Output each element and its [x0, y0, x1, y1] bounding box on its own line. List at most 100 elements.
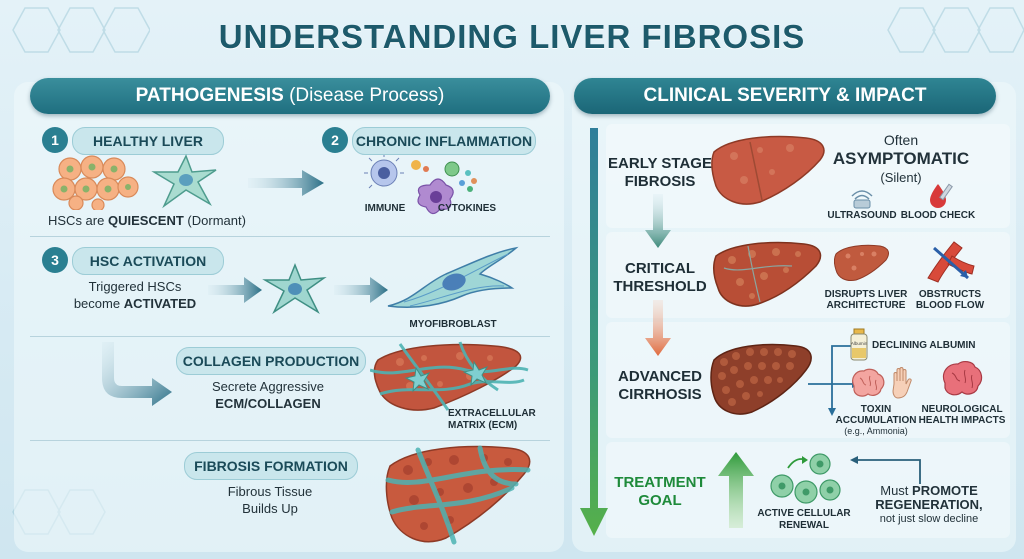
step-2-number: 2: [322, 127, 348, 153]
quiescent-stellate-cell-icon: [151, 154, 217, 209]
fibrosis-formation-label: FIBROSIS FORMATION: [184, 452, 358, 480]
declining-albumin-caption: DECLINING ALBUMIN: [872, 340, 976, 351]
neuro-line1: NEUROLOGICAL: [921, 404, 1003, 415]
myofibroblast-icon: [387, 246, 519, 309]
step-2-label: CHRONIC INFLAMMATION: [352, 127, 536, 155]
progression-arrow-icon: [248, 170, 324, 196]
critical-threshold-label: CRITICAL THRESHOLD: [608, 260, 712, 296]
page-title: UNDERSTANDING LIVER FIBROSIS: [218, 18, 806, 55]
hand-icon: [892, 367, 912, 399]
must-suffix: not just slow decline: [879, 513, 979, 525]
collagen-production-label: COLLAGEN PRODUCTION: [176, 347, 366, 375]
toxin-line3: (e.g., Ammonia): [844, 426, 908, 436]
must-bold-1: PROMOTE: [912, 483, 978, 498]
blood-check-caption: BLOOD CHECK: [900, 210, 976, 221]
section-divider: [30, 336, 550, 337]
promote-regeneration-text: Must PROMOTE REGENERATION, not just slow…: [862, 484, 996, 526]
obstructs-line2: BLOOD FLOW: [915, 300, 985, 311]
feedback-arrow-icon: [850, 456, 921, 484]
asymptomatic-block: Often ASYMPTOMATIC (Silent): [826, 132, 976, 185]
often-text: Often: [883, 132, 919, 148]
asymptomatic-text: ASYMPTOMATIC: [832, 149, 970, 168]
myofibroblast-caption: MYOFIBROBLAST: [409, 319, 497, 330]
hexagon-pattern-top-right: [887, 7, 1024, 53]
step-3-number: 3: [42, 247, 68, 273]
toxin-line2: ACCUMULATION: [835, 415, 917, 426]
neuro-line2: HEALTH IMPACTS: [918, 415, 1006, 426]
stage-progression-arrow-icon: [645, 194, 671, 248]
advanced-label-line2: CIRRHOSIS: [618, 386, 702, 403]
fibrotic-liver-icon: [385, 445, 531, 545]
pathogenesis-banner-subtitle: (Disease Process): [283, 85, 445, 106]
step-1-description: HSCs are QUIESCENT (Dormant): [48, 213, 268, 228]
disrupts-line1: DISRUPTS LIVER: [824, 289, 908, 300]
step-1-desc-suffix: (Dormant): [183, 213, 246, 228]
ecm-caption: EXTRACELLULAR MATRIX (ECM): [448, 408, 546, 432]
collagen-description: Secrete Aggressive ECM/COLLAGEN: [188, 378, 348, 412]
early-stage-label-line1: EARLY STAGE: [608, 155, 712, 172]
danger-progression-arrow-icon: [645, 300, 671, 356]
liver-with-collagen-fibers-icon: [370, 341, 529, 411]
advanced-cirrhosis-label: ADVANCED CIRRHOSIS: [608, 368, 712, 404]
albumin-bottle-label: Albumin: [851, 341, 868, 346]
collagen-desc-line1: Secrete Aggressive: [211, 379, 324, 394]
step-3-description: Triggered HSCs become ACTIVATED: [60, 278, 210, 312]
collagen-desc-line2: ECM/COLLAGEN: [215, 396, 321, 411]
toxin-accumulation-caption: TOXIN ACCUMULATION (e.g., Ammonia): [830, 404, 922, 437]
step-1-desc-prefix: HSCs are: [48, 213, 108, 228]
toxin-line1: TOXIN: [860, 404, 892, 415]
disrupts-architecture-caption: DISRUPTS LIVER ARCHITECTURE: [822, 289, 910, 311]
regenerating-cells-icon: [770, 453, 841, 504]
must-bold-2: REGENERATION,: [875, 497, 983, 512]
renewal-line2: RENEWAL: [779, 520, 829, 531]
small-liver-icon: [834, 244, 889, 281]
clinical-banner: CLINICAL SEVERITY & IMPACT: [574, 78, 996, 114]
blood-vessel-icon: [927, 241, 975, 283]
neurological-impacts-caption: NEUROLOGICAL HEALTH IMPACTS: [916, 404, 1008, 426]
obstructs-blood-flow-caption: OBSTRUCTS BLOOD FLOW: [910, 289, 990, 311]
treatment-label-line2: GOAL: [638, 492, 682, 509]
ultrasound-caption: ULTRASOUND: [827, 210, 897, 221]
fibrosis-desc-line1: Fibrous Tissue: [227, 484, 313, 499]
disrupts-line2: ARCHITECTURE: [826, 300, 906, 311]
treatment-label-line1: TREATMENT: [614, 474, 706, 491]
promote-line1: Must PROMOTE: [862, 484, 996, 498]
severity-progression-arrow-icon: [580, 128, 608, 536]
cytokines-caption: CYTOKINES: [437, 203, 497, 214]
curved-arrow-icon: [102, 342, 172, 406]
silent-text: (Silent): [880, 170, 922, 185]
step-3-desc-bold: ACTIVATED: [123, 296, 197, 311]
albumin-bottle-icon: Albumin: [850, 328, 868, 361]
step-1-label: HEALTHY LIVER: [72, 127, 224, 155]
advanced-label-line1: ADVANCED: [618, 368, 702, 385]
must-prefix: Must: [880, 483, 913, 498]
cirrhotic-liver-icon: [710, 343, 812, 415]
obstructs-line1: OBSTRUCTS: [918, 289, 982, 300]
step-3-desc-line1: Triggered HSCs: [88, 279, 182, 294]
fibrosis-desc-line2: Builds Up: [242, 501, 298, 516]
critical-label-line2: THRESHOLD: [613, 278, 707, 295]
treatment-goal-label: TREATMENT GOAL: [608, 474, 712, 510]
early-stage-label-line2: FIBROSIS: [624, 173, 696, 190]
pathogenesis-banner: PATHOGENESIS (Disease Process): [30, 78, 550, 114]
ecm-caption-line1: EXTRACELLULAR: [448, 408, 536, 419]
fibrosis-description: Fibrous Tissue Builds Up: [190, 483, 350, 517]
regeneration-up-arrow-icon: [718, 452, 754, 528]
early-stage-label: EARLY STAGE FIBROSIS: [608, 155, 712, 191]
immune-caption: IMMUNE: [364, 203, 406, 214]
activated-stellate-cell-icon: [262, 262, 327, 315]
healthy-liver-icon: [711, 135, 825, 205]
critical-label-line1: CRITICAL: [625, 260, 695, 277]
step-3-desc-line2: become ACTIVATED: [60, 295, 210, 312]
ecm-caption-line2: MATRIX (ECM): [448, 420, 518, 431]
quiescent-hepatocyte-cluster-icon: [52, 155, 139, 210]
blood-drop-icon: [930, 183, 953, 208]
damaged-liver-icon: [713, 241, 822, 307]
step-3-desc-prefix: become: [73, 296, 124, 311]
immune-cells-icon: [364, 155, 477, 215]
section-divider: [30, 440, 550, 441]
pathogenesis-banner-bold: PATHOGENESIS: [135, 85, 284, 106]
step-1-number: 1: [42, 127, 68, 153]
step-1-desc-bold: QUIESCENT: [107, 213, 184, 228]
ultrasound-icon: [851, 190, 873, 209]
